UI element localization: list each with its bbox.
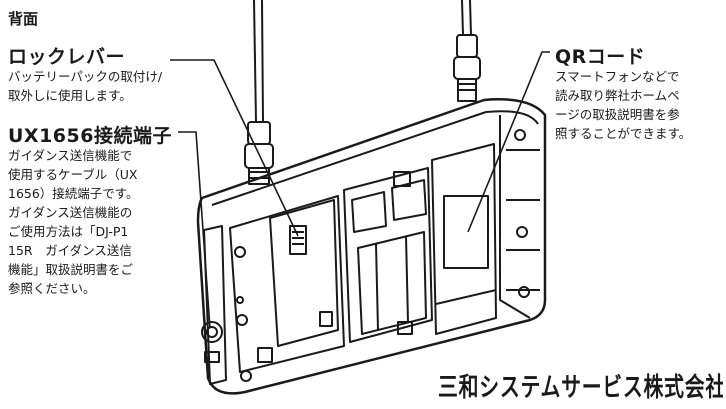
qr-code-desc-line-1: スマートフォンなどで [555, 69, 680, 84]
section-title: 背面 [8, 10, 39, 28]
ux-terminal-desc-line-8: 参照ください。 [8, 281, 96, 296]
lock-lever-callout-line [170, 59, 299, 237]
lock-lever-mark [289, 225, 307, 255]
ux-terminal-desc-line-2: 使用するケーブル（UX [8, 167, 138, 182]
company-logo-wordmark: 三和システムサービス株式会社 [438, 372, 725, 403]
lock-lever-desc-line-1: バッテリーパックの取付け/ [8, 69, 163, 84]
qr-code-area [443, 195, 489, 269]
ux-terminal-desc-line-7: 機能」取扱説明書をご [8, 262, 134, 277]
company-logo: 三和システムサービス株式会社 [438, 370, 725, 409]
ux-terminal-desc-line-4: ガイダンス送信機能の [8, 205, 133, 220]
left-antenna [244, 0, 274, 185]
right-antenna [453, 0, 481, 102]
ux-terminal-desc-line-5: ご使用方法は「DJ-P1 [8, 224, 129, 239]
ux-terminal-title: UX1656接続端子 [8, 125, 172, 147]
lock-lever-desc-line-2: 取外しに使用します。 [8, 88, 132, 103]
qr-code-desc-line-4: 照することができます。 [555, 126, 692, 141]
ux-terminal-desc-line-6: 15R ガイダンス送信 [8, 243, 132, 258]
device-body [196, 98, 547, 395]
ux-terminal-desc-line-1: ガイダンス送信機能で [8, 148, 133, 163]
qr-code-callout-line [467, 51, 550, 233]
qr-code-desc-line-3: ージの取扱説明書を参 [555, 107, 680, 122]
ux-terminal-callout-line [178, 131, 211, 329]
qr-code-desc-line-2: 読み取り弊社ホームペ [555, 88, 680, 103]
svg-text:三和システムサービス株式会社: 三和システムサービス株式会社 [438, 372, 723, 402]
ux-terminal-desc-line-3: 1656）接続端子です。 [8, 186, 139, 201]
lock-lever-title: ロックレバー [8, 46, 126, 68]
qr-code-title: QRコード [555, 46, 646, 68]
